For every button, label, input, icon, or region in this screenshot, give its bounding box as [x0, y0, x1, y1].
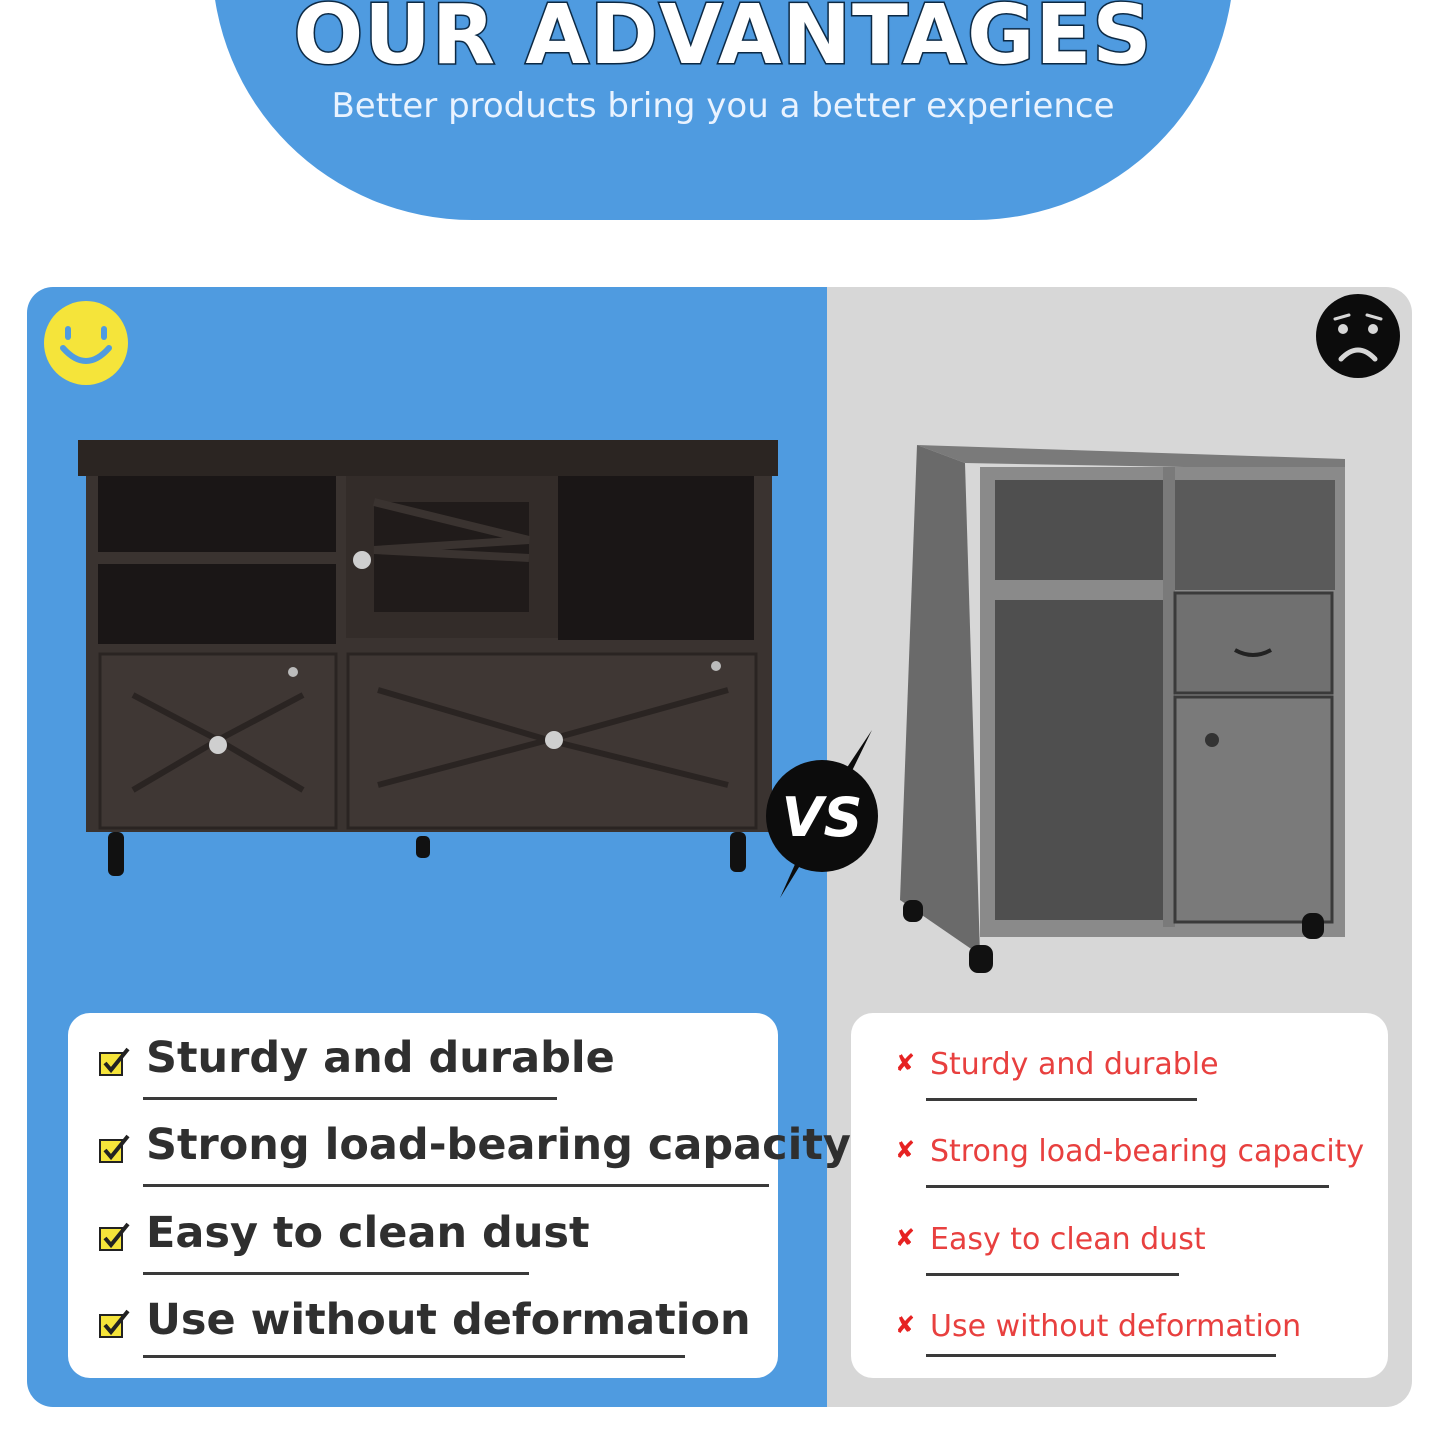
right-feature-text: Easy to clean dust [930, 1222, 1206, 1257]
header-banner: OUR ADVANTAGES Better products bring you… [212, 0, 1234, 220]
right-feature-card: ✘ Sturdy and durable ✘ Strong load-beari… [851, 1013, 1388, 1378]
right-feature-text: Use without deformation [930, 1309, 1302, 1344]
checkbox-check-icon [99, 1134, 130, 1163]
page-title: OUR ADVANTAGES [292, 0, 1153, 85]
gray-cabinet-image [900, 445, 1345, 973]
vs-label: VS [782, 786, 863, 849]
left-feature-text: Easy to clean dust [146, 1208, 590, 1258]
checkbox-check-icon [99, 1047, 130, 1076]
cross-icon: ✘ [895, 1224, 916, 1252]
feature-underline [926, 1185, 1329, 1188]
left-feature-card: Sturdy and durable Strong load-bearing c… [68, 1013, 851, 1378]
checkbox-check-icon [99, 1309, 130, 1338]
left-feature-text: Strong load-bearing capacity [146, 1120, 851, 1170]
left-feature-text: Sturdy and durable [146, 1033, 615, 1083]
feature-underline [143, 1184, 769, 1187]
left-feature-text: Use without deformation [146, 1295, 751, 1345]
feature-underline [143, 1097, 557, 1100]
vs-badge: VS [766, 730, 878, 898]
dark-cabinet-image [78, 440, 778, 876]
cross-icon: ✘ [895, 1136, 916, 1164]
feature-underline [143, 1355, 685, 1358]
feature-underline [926, 1098, 1197, 1101]
feature-underline [926, 1273, 1179, 1276]
sad-face-icon [1316, 294, 1400, 378]
feature-underline [143, 1272, 529, 1275]
cross-icon: ✘ [895, 1311, 916, 1339]
checkbox-check-icon [99, 1222, 130, 1251]
page-subtitle: Better products bring you a better exper… [331, 86, 1115, 126]
right-feature-text: Sturdy and durable [930, 1047, 1219, 1082]
feature-underline [926, 1354, 1276, 1357]
smiley-face-icon [44, 301, 128, 385]
cross-icon: ✘ [895, 1049, 916, 1077]
right-feature-text: Strong load-bearing capacity [930, 1134, 1365, 1169]
